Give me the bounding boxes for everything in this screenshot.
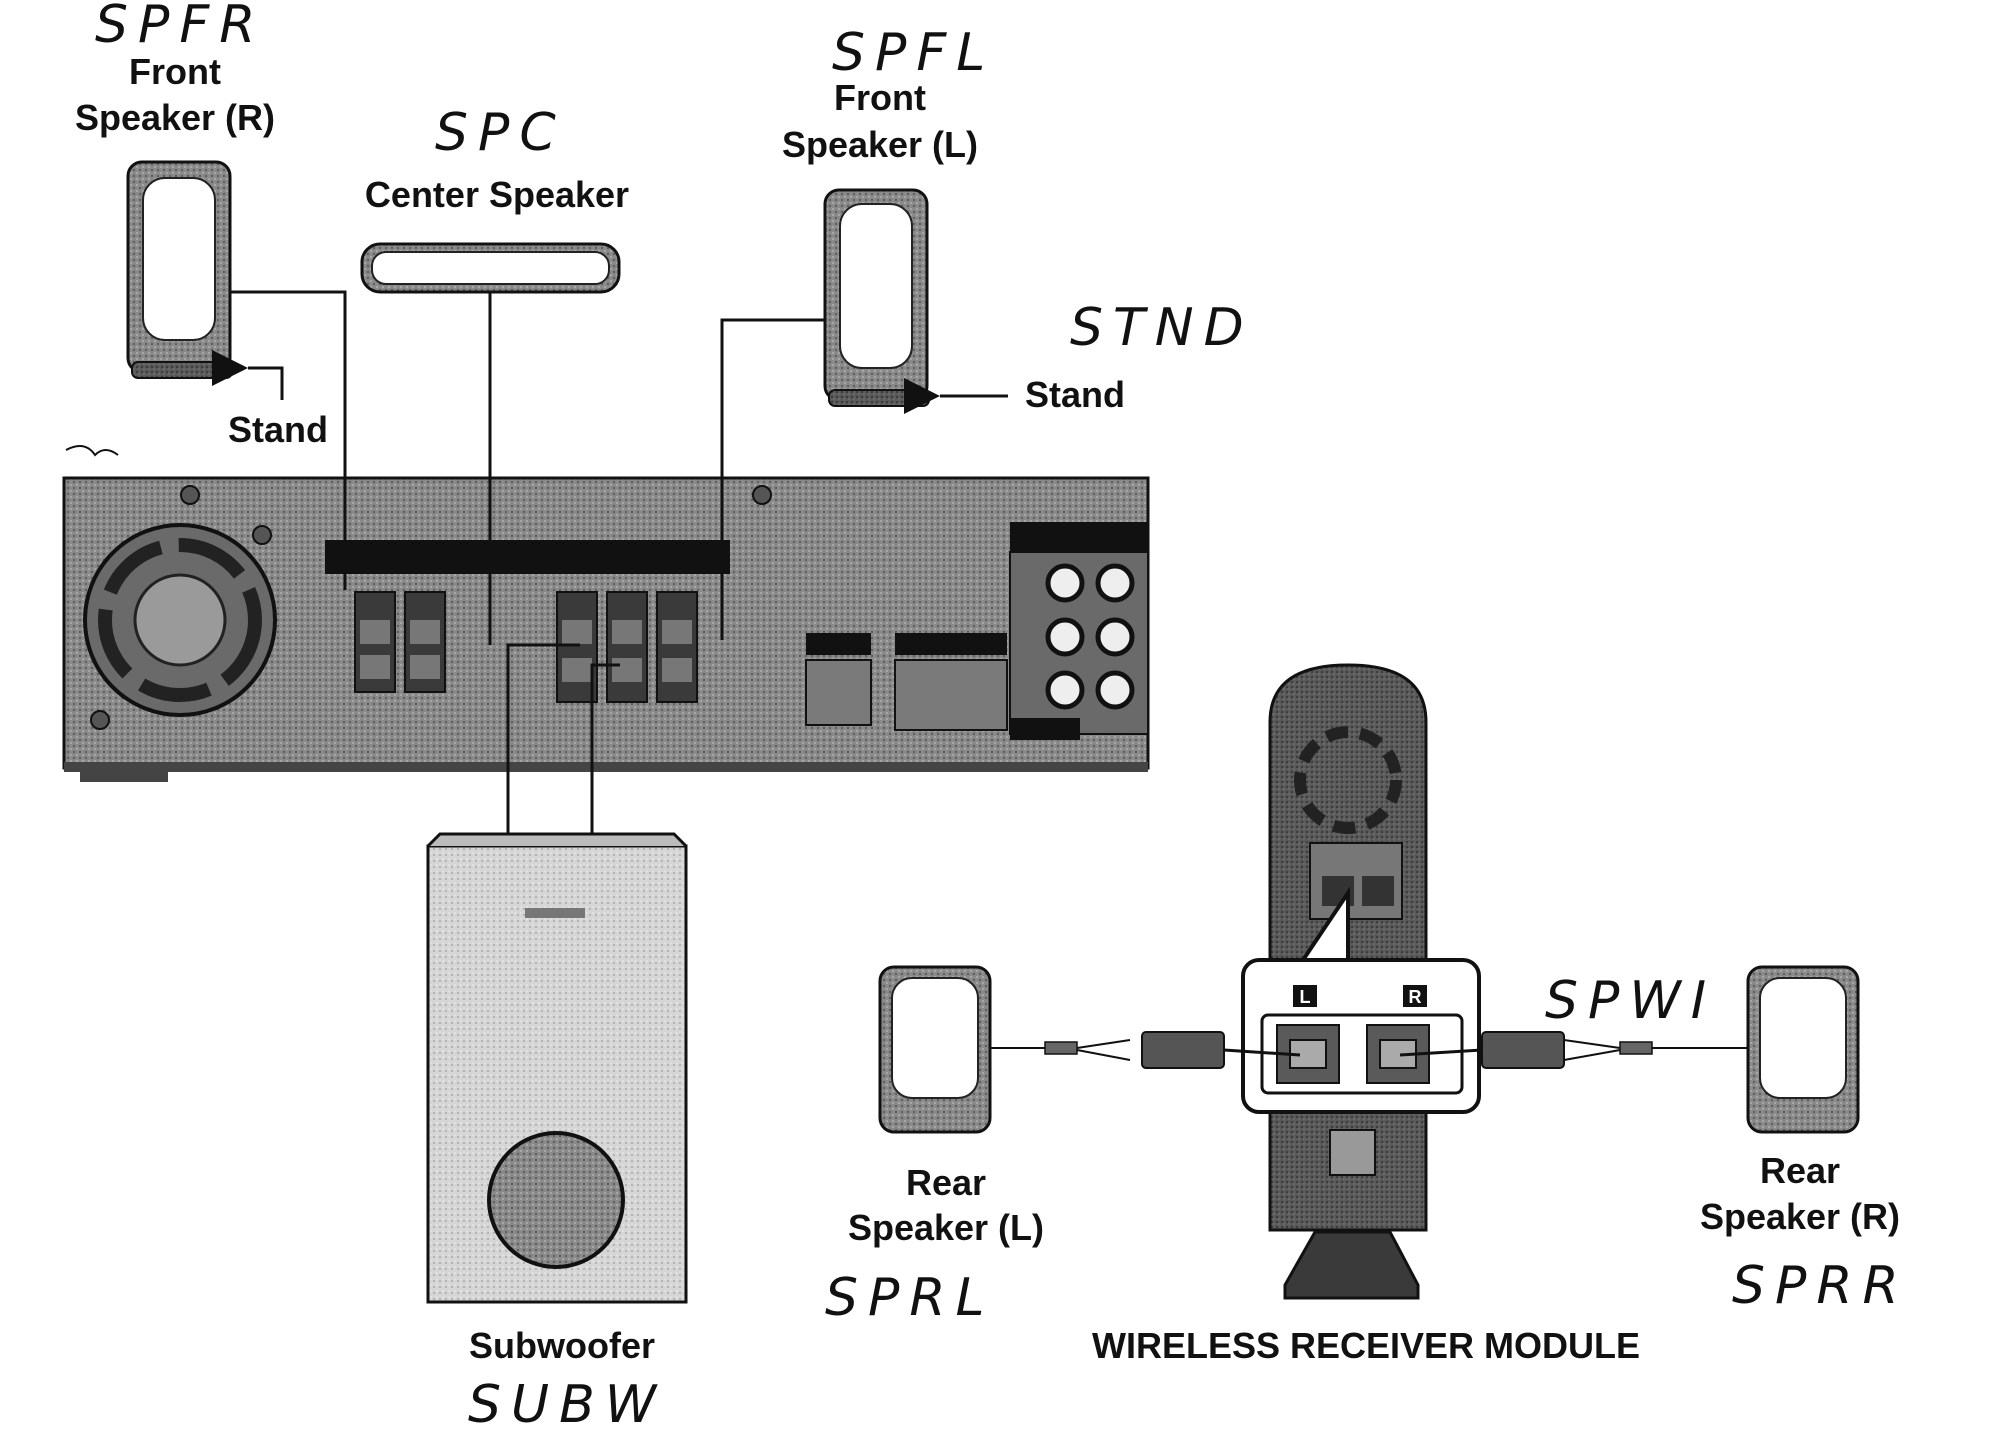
center-speaker: [362, 244, 619, 292]
stand-arrow-right: [248, 368, 282, 400]
handwritten-spc: SPC: [435, 103, 566, 163]
rear-speaker-left-label-line2: Speaker (L): [848, 1207, 1044, 1248]
front-speaker-right-label-line1: Front: [129, 51, 221, 92]
handwritten-sprr: SPRR: [1732, 1256, 1909, 1316]
subwoofer-label: Subwoofer: [469, 1325, 655, 1366]
stand-label-right: Stand: [228, 409, 328, 450]
rear-speaker-right-label-line1: Rear: [1760, 1150, 1840, 1191]
rear-speaker-left: [880, 967, 990, 1132]
main-unit: [64, 478, 1148, 782]
front-speaker-left-label-line1: Front: [834, 77, 926, 118]
handwritten-subw: SUBW: [468, 1375, 666, 1431]
rca-jack-panel: [1010, 522, 1148, 740]
handwritten-sprl: SPRL: [825, 1268, 994, 1328]
wireless-receiver-label: WIRELESS RECEIVER MODULE: [1092, 1325, 1640, 1366]
wireless-receiver-module: L R: [1243, 665, 1479, 1298]
front-speaker-right: [128, 162, 232, 378]
rear-speaker-right: [1748, 967, 1858, 1132]
handwritten-stnd: STND: [1070, 298, 1254, 358]
handwritten-spwi: SPWI: [1545, 971, 1716, 1031]
handwritten-spfr: SPFR: [95, 0, 265, 55]
rear-speaker-right-label-line2: Speaker (R): [1700, 1196, 1900, 1237]
cooling-fan: [85, 525, 275, 715]
port-label-l: L: [1300, 987, 1311, 1007]
rear-speaker-left-label-line1: Rear: [906, 1162, 986, 1203]
center-speaker-label: Center Speaker: [365, 174, 629, 215]
speaker-terminals-center-left: [557, 592, 697, 702]
handwritten-spfl: SPFL: [832, 23, 995, 83]
handwritten-mark: [66, 446, 118, 455]
stand-label-left: Stand: [1025, 374, 1125, 415]
front-speaker-left: [825, 190, 929, 406]
front-speaker-right-label-line2: Speaker (R): [75, 97, 275, 138]
front-speaker-left-label-line2: Speaker (L): [782, 124, 978, 165]
subwoofer: [428, 834, 686, 1302]
port-label-r: R: [1409, 987, 1422, 1007]
